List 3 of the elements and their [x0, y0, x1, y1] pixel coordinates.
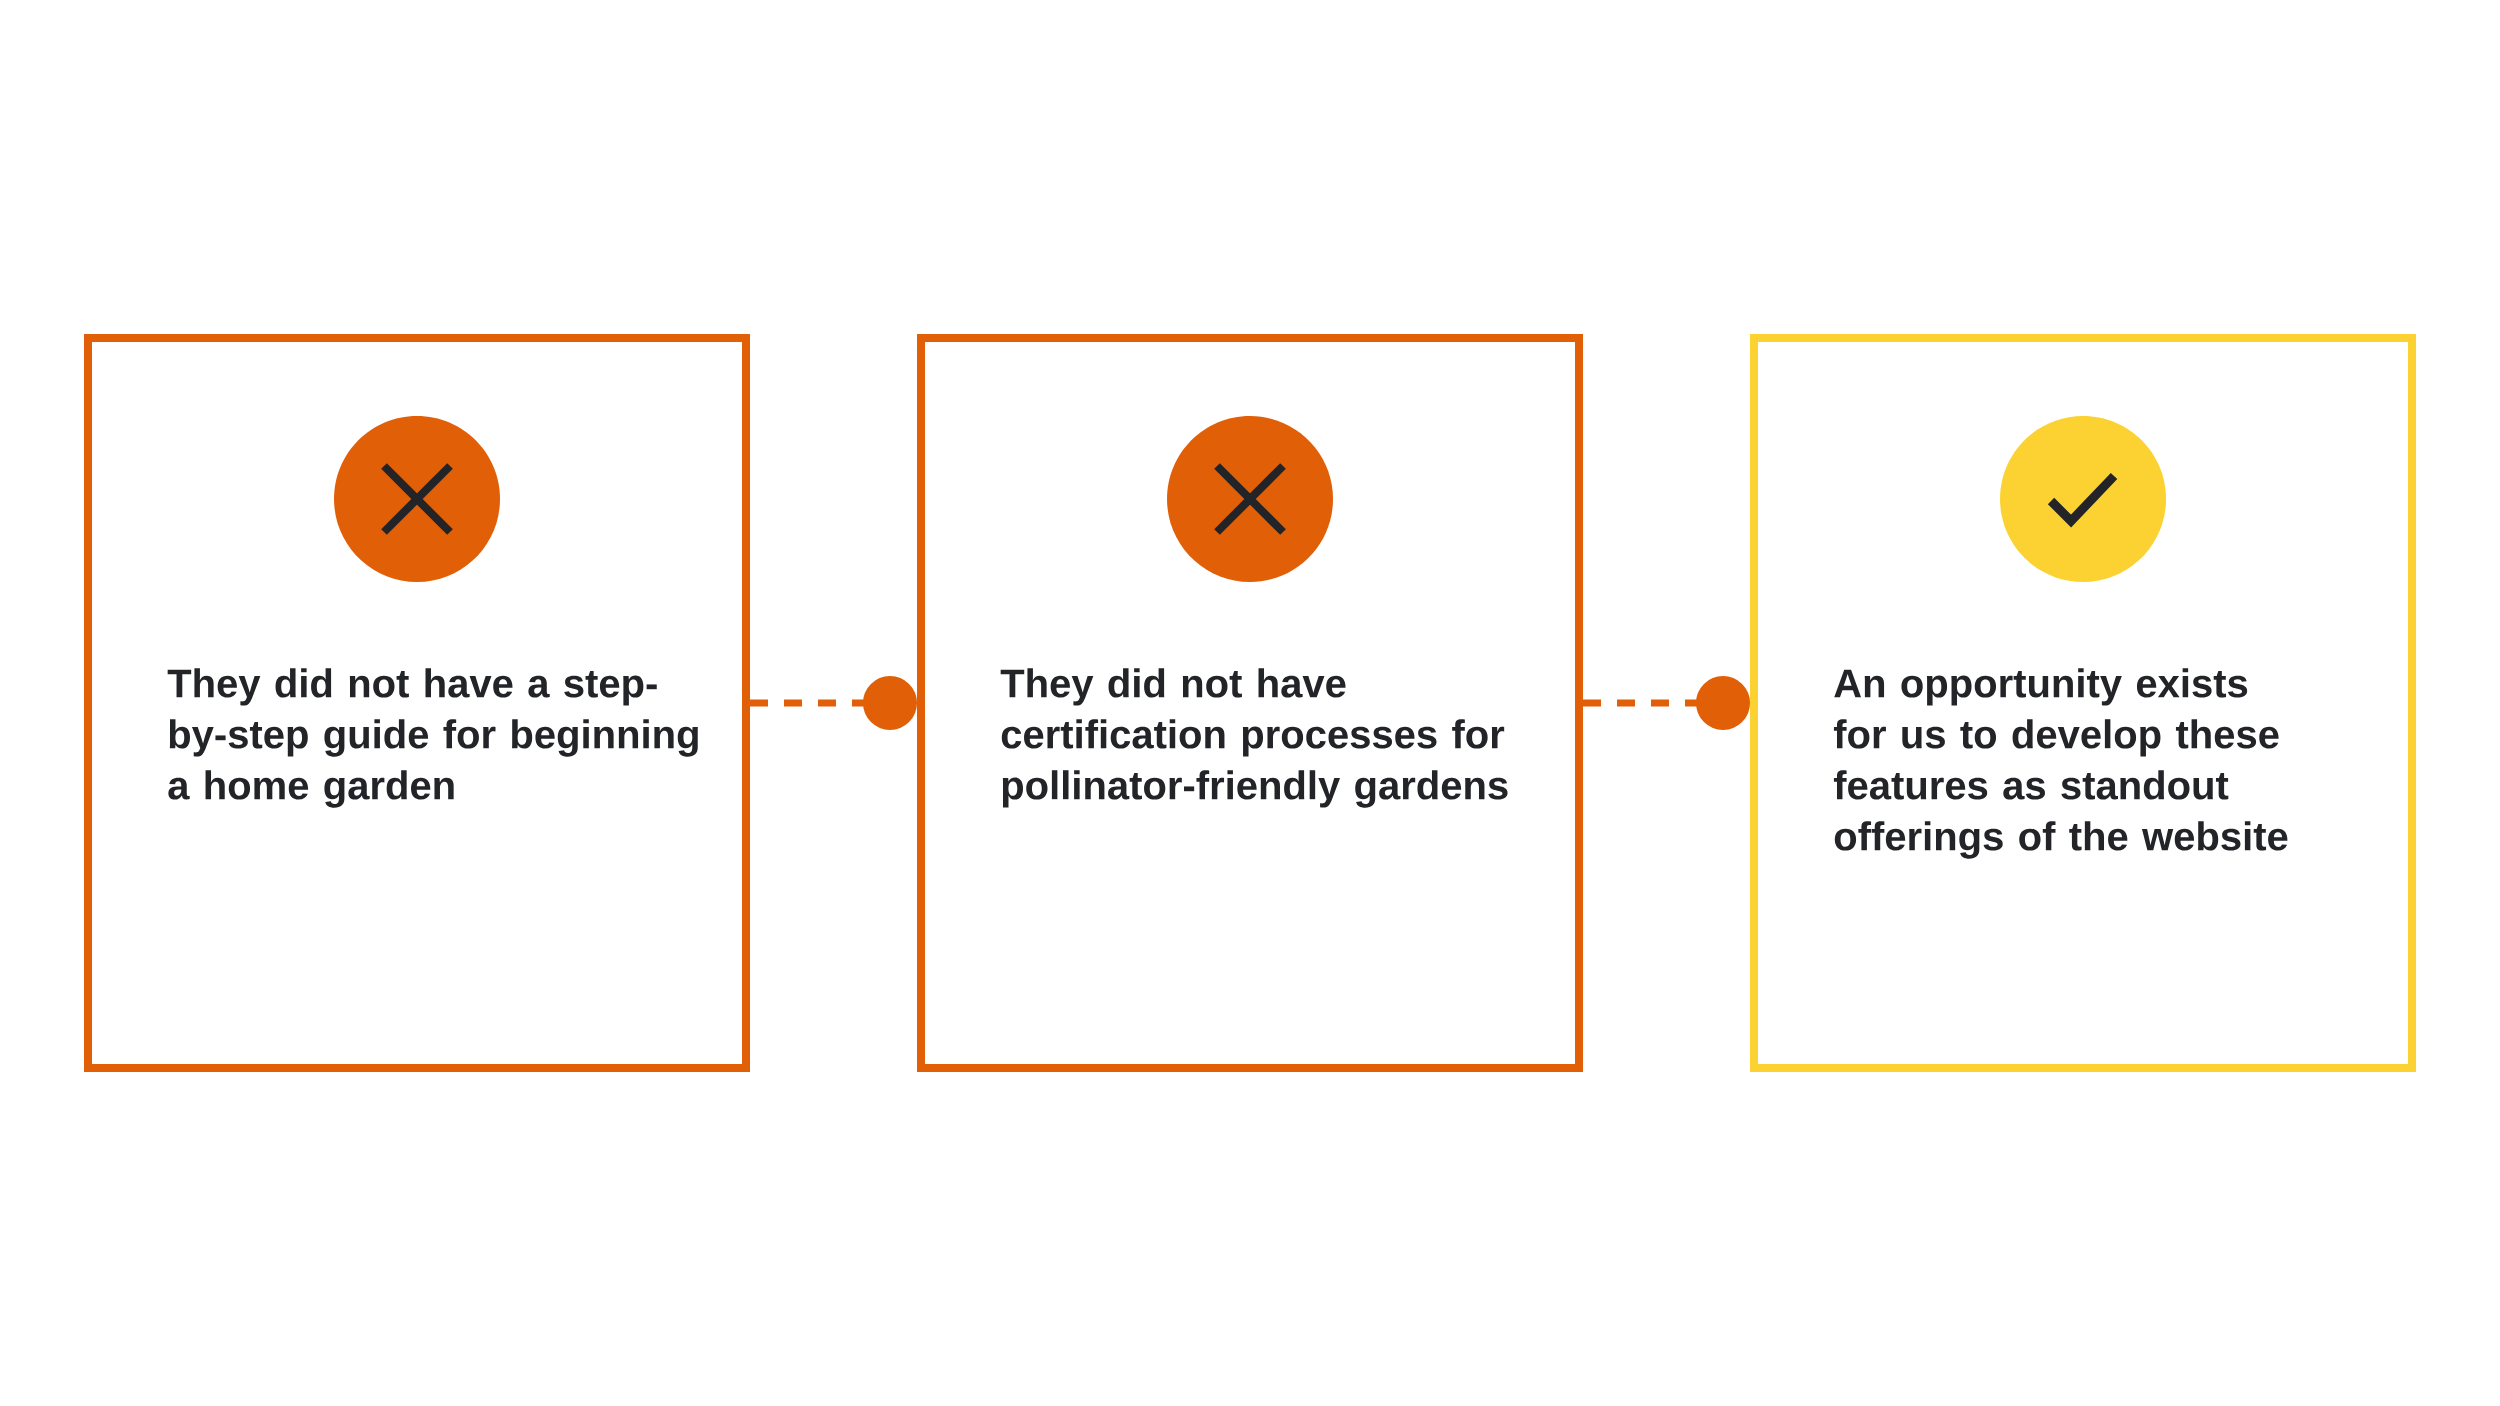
text-box: They did not have certification processes for pollinator-friendly gardens — [917, 334, 1583, 1072]
text-box: They did not have a step-by-step guide for beginning a home garden — [84, 334, 750, 1072]
text-box: An opportunity exists for us to develop these features as standout offerings of the website — [1750, 334, 2417, 1072]
